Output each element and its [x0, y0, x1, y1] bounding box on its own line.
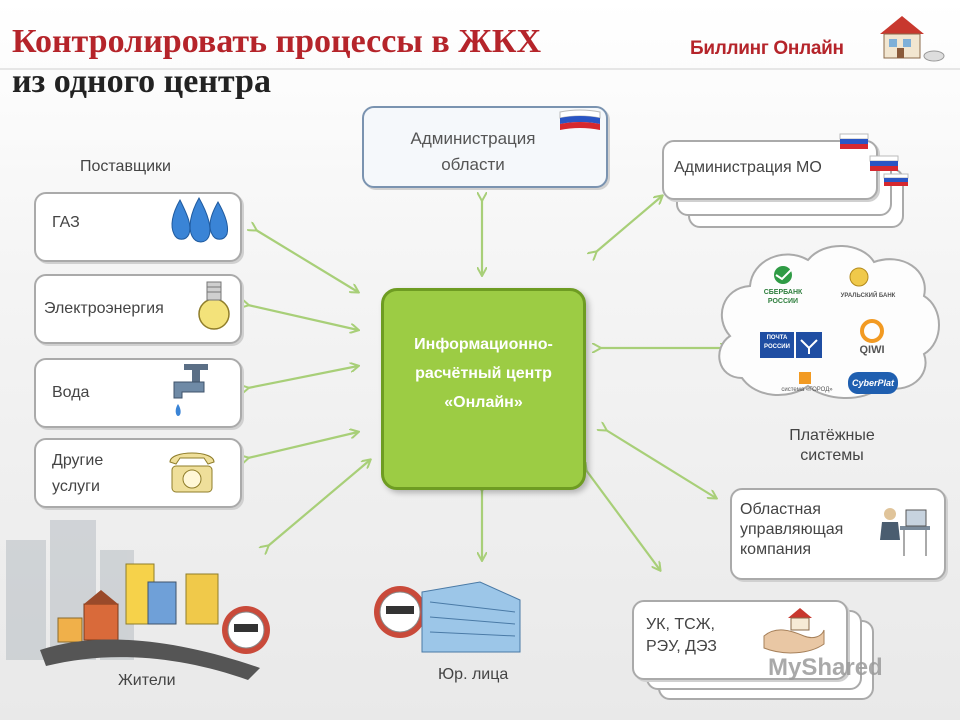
eagle-emblem-icon — [796, 332, 822, 358]
payment-systems-line-2: системы — [800, 447, 864, 464]
russian-post-logo: ПОЧТА РОССИИ — [760, 334, 794, 352]
hand-with-house-icon — [763, 608, 825, 654]
arrow-uk — [586, 470, 660, 570]
admin-mo-card — [662, 140, 878, 200]
arrow-admin-mo — [596, 196, 662, 252]
arrow-regional — [606, 430, 716, 498]
residents-city-illustration — [6, 520, 270, 680]
telephone-icon — [169, 452, 215, 493]
arrow-residents — [268, 460, 370, 546]
legal-entities-label: Юр. лица — [438, 666, 509, 683]
payment-logos: СБЕРБАНК РОССИИ УРАЛЬСКИЙ БАНК ПОЧТА РОС… — [712, 238, 942, 400]
supplier-gas-label: ГАЗ — [52, 214, 80, 231]
center-line-1: Информационно- — [414, 336, 553, 353]
uk-line-1: УК, ТСЖ, — [646, 616, 715, 633]
uk-line-2: РЭУ, ДЭЗ — [646, 638, 717, 655]
title-line-1: Контролировать процессы в ЖКХ — [12, 23, 542, 60]
payment-cloud — [718, 245, 940, 399]
uk-label: УК, ТСЖ, РЭУ, ДЭЗ — [646, 614, 717, 658]
russian-post-line-1: ПОЧТА — [766, 335, 788, 341]
arrow-water — [248, 366, 358, 388]
house-logo-icon — [880, 16, 945, 62]
regional-company-line-1: Областная — [740, 501, 821, 518]
payment-systems-line-1: Платёжные — [789, 427, 875, 444]
legal-entities-illustration — [374, 581, 521, 653]
arrow-electric — [248, 305, 358, 330]
qiwi-logo-icon — [860, 319, 884, 343]
center-line-2: расчётный центр — [415, 365, 552, 382]
watermark: MyShared — [768, 654, 883, 681]
regional-company-line-2: управляющая — [740, 521, 844, 538]
supplier-other-line-1: Другие — [52, 452, 104, 469]
admin-region-line-2: области — [441, 155, 505, 174]
admin-region-label: Администрация области — [362, 126, 584, 178]
office-worker-icon — [880, 508, 930, 556]
water-tap-icon — [173, 364, 208, 416]
sberbank-logo: СБЕРБАНК РОССИИ — [758, 288, 808, 306]
brand-logo: Биллинг Онлайн — [690, 38, 844, 59]
regional-company-line-3: компания — [740, 541, 812, 558]
header-divider — [0, 68, 960, 70]
admin-mo-label: Администрация МО — [674, 159, 822, 176]
gorod-logo: система «ГОРОД» — [781, 387, 833, 393]
center-line-3: «Онлайн» — [444, 394, 523, 411]
sberbank-logo-line-2: РОССИИ — [767, 298, 799, 305]
post-logo-block — [760, 332, 794, 358]
payment-systems-label: Платёжные системы — [770, 426, 894, 466]
light-bulb-icon — [198, 281, 230, 330]
sberbank-logo-icon — [774, 266, 792, 284]
supplier-other-label: Другие услуги — [52, 448, 103, 500]
admin-region-line-1: Администрация — [410, 129, 536, 148]
regional-company-card — [730, 488, 946, 580]
regional-company-label: Областная управляющая компания — [740, 500, 843, 560]
gorod-logo-icon — [799, 372, 811, 384]
qiwi-logo: QIWI — [859, 344, 885, 356]
uk-card — [632, 600, 848, 680]
sberbank-logo-line-1: СБЕРБАНК — [763, 289, 803, 296]
ural-bank-logo: УРАЛЬСКИЙ БАНК — [840, 293, 896, 299]
billing-center-node — [381, 288, 586, 490]
suppliers-heading: Поставщики — [80, 158, 171, 175]
russia-flag-icon — [559, 109, 601, 130]
ural-bank-logo-icon — [849, 267, 869, 287]
supplier-other-line-2: услуги — [52, 478, 100, 495]
supplier-electric-label: Электроэнергия — [44, 300, 164, 317]
gas-flame-icon — [171, 196, 229, 243]
billing-center-label: Информационно- расчётный центр «Онлайн» — [381, 330, 586, 417]
russian-post-line-2: РОССИИ — [764, 344, 790, 350]
supplier-water-label: Вода — [52, 384, 90, 401]
arrow-other — [248, 432, 358, 458]
arrow-gas — [256, 230, 358, 292]
russia-flag-icon — [839, 133, 909, 186]
cyberplat-logo: CyberPlat — [848, 372, 898, 394]
residents-label: Жители — [118, 672, 176, 689]
